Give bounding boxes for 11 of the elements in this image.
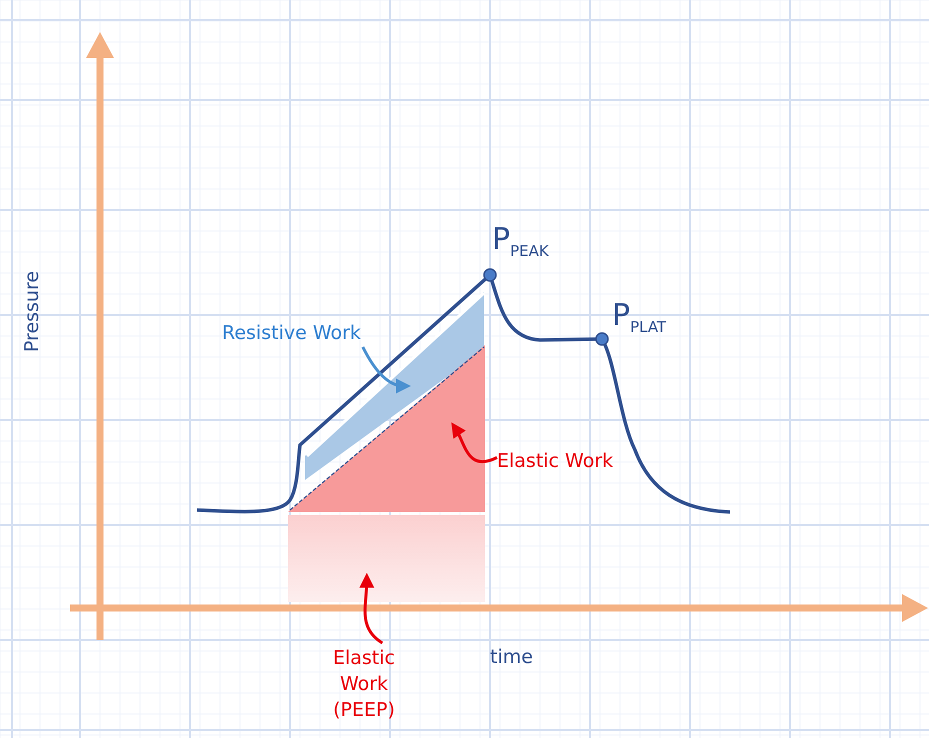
peep-work-area [288, 515, 485, 602]
area-label: Resistive Work [222, 322, 382, 345]
point-label: P$_{PEAK}$ [492, 222, 549, 262]
leader-arrow [361, 346, 411, 393]
leader-arrow [452, 422, 498, 464]
axis-title: Pressure [21, 270, 44, 352]
area-label: Elastic Work (PEEP) [318, 645, 410, 723]
axis-title: time [490, 646, 533, 669]
leader-arrow [359, 572, 384, 644]
area-label: Elastic Work [497, 450, 637, 473]
point-label: P$_{PLAT}$ [612, 298, 666, 338]
